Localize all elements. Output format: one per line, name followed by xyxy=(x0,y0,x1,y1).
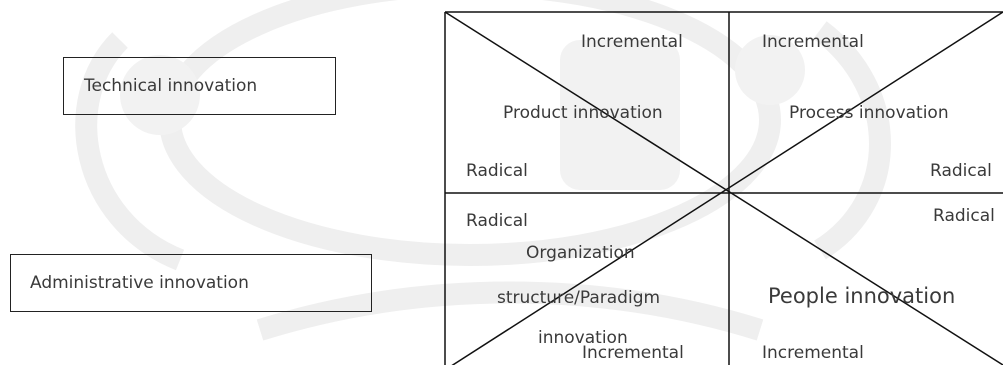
process-innovation-label: Process innovation xyxy=(789,103,949,123)
administrative-innovation-label: Administrative innovation xyxy=(30,273,249,293)
organization-line-3: innovation xyxy=(538,328,628,348)
bl-radical-label: Radical xyxy=(466,211,528,231)
bl-incremental-label: Incremental xyxy=(582,343,684,363)
product-innovation-label: Product innovation xyxy=(503,103,663,123)
organization-line-2: structure/Paradigm xyxy=(497,288,661,308)
tl-radical-label: Radical xyxy=(466,161,528,181)
administrative-innovation-box: Administrative innovation xyxy=(10,254,372,312)
br-radical-label: Radical xyxy=(933,206,995,226)
tr-radical-label: Radical xyxy=(930,161,992,181)
matrix-diagonal-ascending xyxy=(451,11,1003,365)
organization-line-1: Organization xyxy=(526,243,635,263)
technical-innovation-label: Technical innovation xyxy=(84,76,258,96)
technical-innovation-box: Technical innovation xyxy=(63,57,336,115)
br-incremental-label: Incremental xyxy=(762,343,864,363)
matrix-diagonal-descending xyxy=(444,11,1003,365)
people-innovation-label: People innovation xyxy=(768,284,956,308)
tl-incremental-label: Incremental xyxy=(581,32,683,52)
tr-incremental-label: Incremental xyxy=(762,32,864,52)
